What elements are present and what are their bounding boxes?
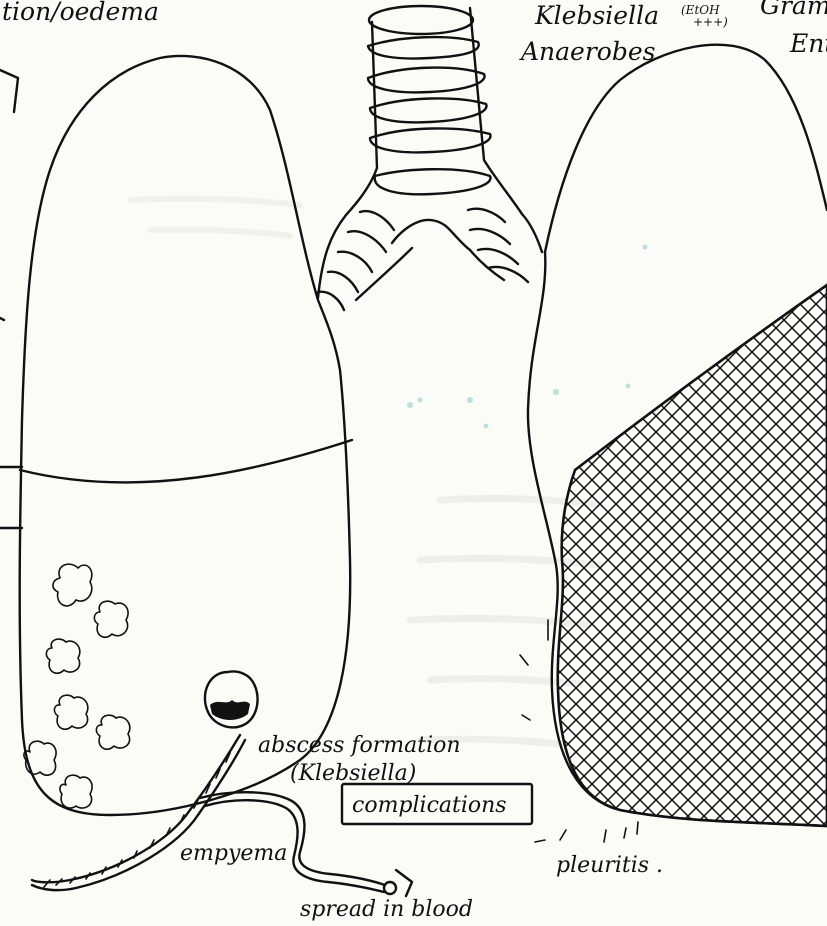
left-tick-3: [0, 318, 4, 320]
label-top-left: tion/oedema: [2, 0, 159, 26]
label-pleuritis: pleuritis .: [556, 853, 663, 878]
left-lung: [0, 56, 352, 815]
consolidated-lobe-hatching: [558, 285, 827, 826]
label-ent-fragment: Ent: [789, 29, 827, 58]
label-klebsiella-top: Klebsiella: [534, 1, 659, 30]
label-plus: +++): [693, 15, 728, 29]
label-anaerobes: Anaerobes: [519, 37, 656, 66]
label-klebsiella-paren: (Klebsiella): [290, 761, 416, 786]
right-lung: [520, 45, 827, 842]
label-complications: complications: [352, 793, 507, 818]
left-lung-fissure: [20, 440, 352, 482]
left-lung-outline: [20, 56, 351, 815]
label-empyema: empyema: [180, 841, 287, 866]
consolidation-patches: [24, 564, 130, 808]
left-edge-mark: [0, 70, 18, 112]
trachea-and-bronchi: [318, 6, 542, 310]
label-spread: spread in blood: [300, 897, 473, 922]
label-gram-fragment: Gram: [760, 0, 827, 20]
label-abscess: abscess formation: [258, 733, 461, 758]
abscess-cavity: [205, 671, 258, 727]
